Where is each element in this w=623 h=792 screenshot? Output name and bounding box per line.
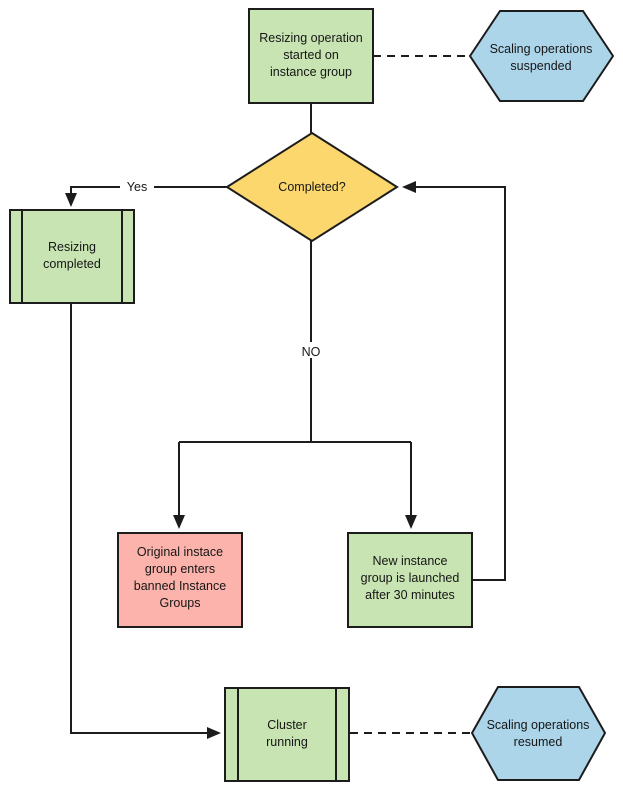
new-group-rect bbox=[347, 532, 473, 628]
decision-node-label-line: Completed? bbox=[278, 180, 345, 194]
node-new-instance-group: New instance group is launched after 30 … bbox=[347, 532, 473, 628]
edge-decision-yes bbox=[65, 186, 227, 207]
banned-group-label-line: Groups bbox=[160, 596, 201, 610]
node-banned-instance-groups: Original instace group enters banned Ins… bbox=[117, 532, 243, 628]
banned-group-label-line: Original instace bbox=[137, 545, 223, 559]
edge-label-yes-bg bbox=[120, 178, 154, 194]
cluster-running-rect bbox=[224, 687, 350, 782]
new-group-label-line: New instance bbox=[372, 554, 447, 568]
resizing-completed-label-line: completed bbox=[43, 257, 101, 271]
suspended-node-label-line: Scaling operations bbox=[490, 42, 593, 56]
start-node-label-line: started on bbox=[283, 48, 339, 62]
cluster-running-label-line: running bbox=[266, 735, 308, 749]
resumed-node-hexagon bbox=[470, 686, 607, 781]
start-node-label-line: instance group bbox=[270, 65, 352, 79]
resizing-completed-label-line: Resizing bbox=[48, 240, 96, 254]
banned-group-label-line: group enters bbox=[145, 562, 215, 576]
node-resizing-completed: Resizing completed bbox=[9, 209, 135, 304]
new-group-label-line: after 30 minutes bbox=[365, 588, 455, 602]
start-node-label-line: Resizing operation bbox=[259, 31, 363, 45]
resumed-node-label-line: resumed bbox=[514, 735, 563, 749]
node-resizing-operation-started: Resizing operation started on instance g… bbox=[248, 8, 374, 104]
node-cluster-running: Cluster running bbox=[224, 687, 350, 782]
banned-group-label-line: banned Instance bbox=[134, 579, 226, 593]
cluster-running-label-line: Cluster bbox=[267, 718, 307, 732]
node-completed-decision: Completed? bbox=[225, 131, 399, 243]
edge-resizing-completed-to-cluster bbox=[70, 303, 221, 739]
resumed-node-label-line: Scaling operations bbox=[487, 718, 590, 732]
resizing-completed-rect bbox=[9, 209, 135, 304]
start-node-rect bbox=[248, 8, 374, 104]
decision-node-diamond bbox=[225, 131, 399, 243]
node-scaling-operations-suspended: Scaling operations suspended bbox=[468, 10, 615, 102]
edge-label-yes-text: Yes bbox=[127, 180, 147, 194]
new-group-label-line: group is launched bbox=[361, 571, 460, 585]
edge-label-no-text: NO bbox=[302, 345, 321, 359]
edge-label-yes: Yes bbox=[120, 178, 154, 194]
node-scaling-operations-resumed: Scaling operations resumed bbox=[470, 686, 607, 781]
edge-label-no: NO bbox=[297, 342, 326, 359]
edge-new-group-to-decision-loop bbox=[402, 181, 506, 581]
banned-group-rect bbox=[117, 532, 243, 628]
suspended-node-hexagon bbox=[468, 10, 615, 102]
edge-label-no-bg bbox=[297, 342, 326, 358]
suspended-node-label-line: suspended bbox=[510, 59, 571, 73]
